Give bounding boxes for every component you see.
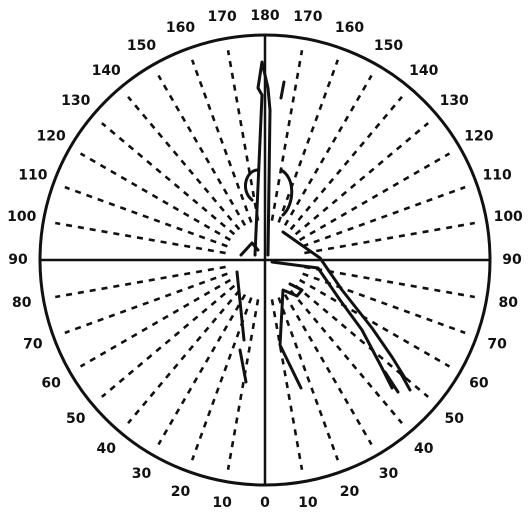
label-right-140: 140 [409, 63, 438, 79]
label-left-40: 40 [96, 441, 116, 457]
label-left-70: 70 [23, 337, 43, 353]
label-right-160: 160 [335, 20, 364, 36]
label-right-20: 20 [340, 484, 360, 500]
dashed-line-left-70 [65, 274, 228, 333]
label-right-120: 120 [464, 129, 493, 145]
label-top-180: 180 [250, 8, 279, 24]
dashed-line-left-170 [228, 50, 258, 220]
dashed-line-left-60 [81, 280, 231, 367]
label-left-130: 130 [61, 93, 90, 109]
label-bottom-0: 0 [260, 495, 270, 511]
dashed-line-right-160 [279, 60, 338, 223]
label-left-60: 60 [41, 376, 61, 392]
label-right-40: 40 [414, 441, 434, 457]
label-right-60: 60 [469, 376, 489, 392]
dashed-line-left-110 [65, 187, 228, 246]
body-front [280, 284, 302, 388]
label-right-170: 170 [293, 9, 322, 25]
dashed-line-left-120 [81, 154, 231, 241]
dashed-line-left-100 [55, 223, 225, 253]
dashed-line-left-160 [192, 60, 251, 223]
label-right-70: 70 [487, 337, 507, 353]
label-right-80: 80 [498, 295, 518, 311]
label-left-90: 90 [8, 252, 28, 268]
label-left-150: 150 [127, 38, 156, 54]
label-left-30: 30 [132, 466, 152, 482]
torso-left-lower [240, 350, 246, 382]
dashed-line-right-170 [272, 50, 302, 220]
label-left-170: 170 [207, 9, 236, 25]
label-right-130: 130 [440, 93, 469, 109]
raised-arm-outline [255, 62, 270, 255]
dashed-line-right-20 [279, 298, 338, 461]
dashed-line-right-120 [300, 154, 450, 241]
label-left-160: 160 [166, 20, 195, 36]
label-left-120: 120 [36, 129, 65, 145]
dashed-line-left-30 [159, 295, 246, 445]
dashed-line-right-150 [285, 76, 372, 226]
dashed-line-right-10 [272, 299, 302, 469]
label-left-140: 140 [92, 63, 121, 79]
label-right-90: 90 [502, 252, 522, 268]
dashed-line-right-110 [303, 187, 466, 246]
dashed-line-right-30 [285, 295, 372, 445]
label-right-150: 150 [374, 38, 403, 54]
dashed-line-right-100 [304, 223, 474, 253]
label-left-100: 100 [7, 209, 36, 225]
label-left-20: 20 [171, 484, 191, 500]
label-right-100: 100 [494, 209, 523, 225]
label-left-50: 50 [66, 411, 86, 427]
raised-arm-stroke [281, 82, 284, 98]
label-left-110: 110 [18, 168, 47, 184]
label-right-110: 110 [482, 168, 511, 184]
dashed-line-left-150 [159, 76, 246, 226]
label-right-50: 50 [444, 411, 464, 427]
dashed-line-left-80 [55, 267, 225, 297]
label-right-30: 30 [379, 466, 399, 482]
label-right-10: 10 [298, 495, 318, 511]
label-left-80: 80 [12, 295, 32, 311]
label-left-10: 10 [212, 495, 232, 511]
